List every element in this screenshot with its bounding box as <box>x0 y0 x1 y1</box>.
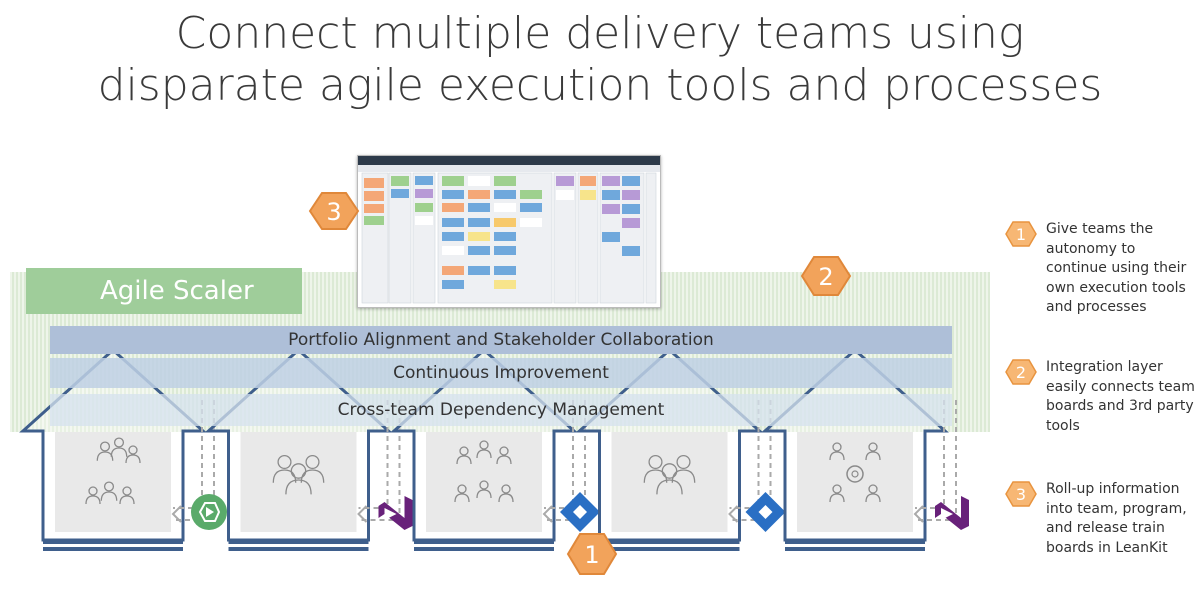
team-group-icon <box>272 454 325 495</box>
legend-text-2: Integration layer easily connects team b… <box>1046 359 1195 434</box>
dependency-management-band: Cross-team Dependency Management <box>50 394 952 426</box>
jira-diamond-icon <box>560 492 600 532</box>
page-title-line-2: disparate agile execution tools and proc… <box>97 60 1103 111</box>
portfolio-alignment-band: Portfolio Alignment and Stakeholder Coll… <box>50 326 952 354</box>
legend-text-3: Roll-up information into team, program, … <box>1046 481 1187 556</box>
team-group-icon <box>643 454 696 495</box>
page-title-line-1: Connect multiple delivery teams using <box>175 8 1025 59</box>
circle-play-tool-icon <box>191 494 227 530</box>
svg-text:2: 2 <box>1016 363 1026 382</box>
svg-text:3: 3 <box>1016 485 1026 504</box>
team-network-icon <box>829 442 881 503</box>
team-people-icon <box>85 437 141 505</box>
visual-studio-icon <box>378 496 413 530</box>
leankit-board-thumbnail <box>357 155 661 308</box>
legend-hex-2: 2 <box>1005 359 1037 385</box>
team-cluster-icon <box>454 440 514 503</box>
agile-scaler-label: Agile Scaler <box>26 268 302 314</box>
continuous-improvement-band: Continuous Improvement <box>50 358 952 388</box>
svg-text:1: 1 <box>1016 225 1026 244</box>
legend-hex-3: 3 <box>1005 481 1037 507</box>
kanban-board-graphic <box>358 156 660 304</box>
visual-studio-icon <box>935 496 969 530</box>
legend-text-1: Give teams the autonomy to continue usin… <box>1046 221 1187 315</box>
jira-diamond-icon <box>745 492 786 532</box>
legend-hex-1: 1 <box>1005 221 1037 247</box>
